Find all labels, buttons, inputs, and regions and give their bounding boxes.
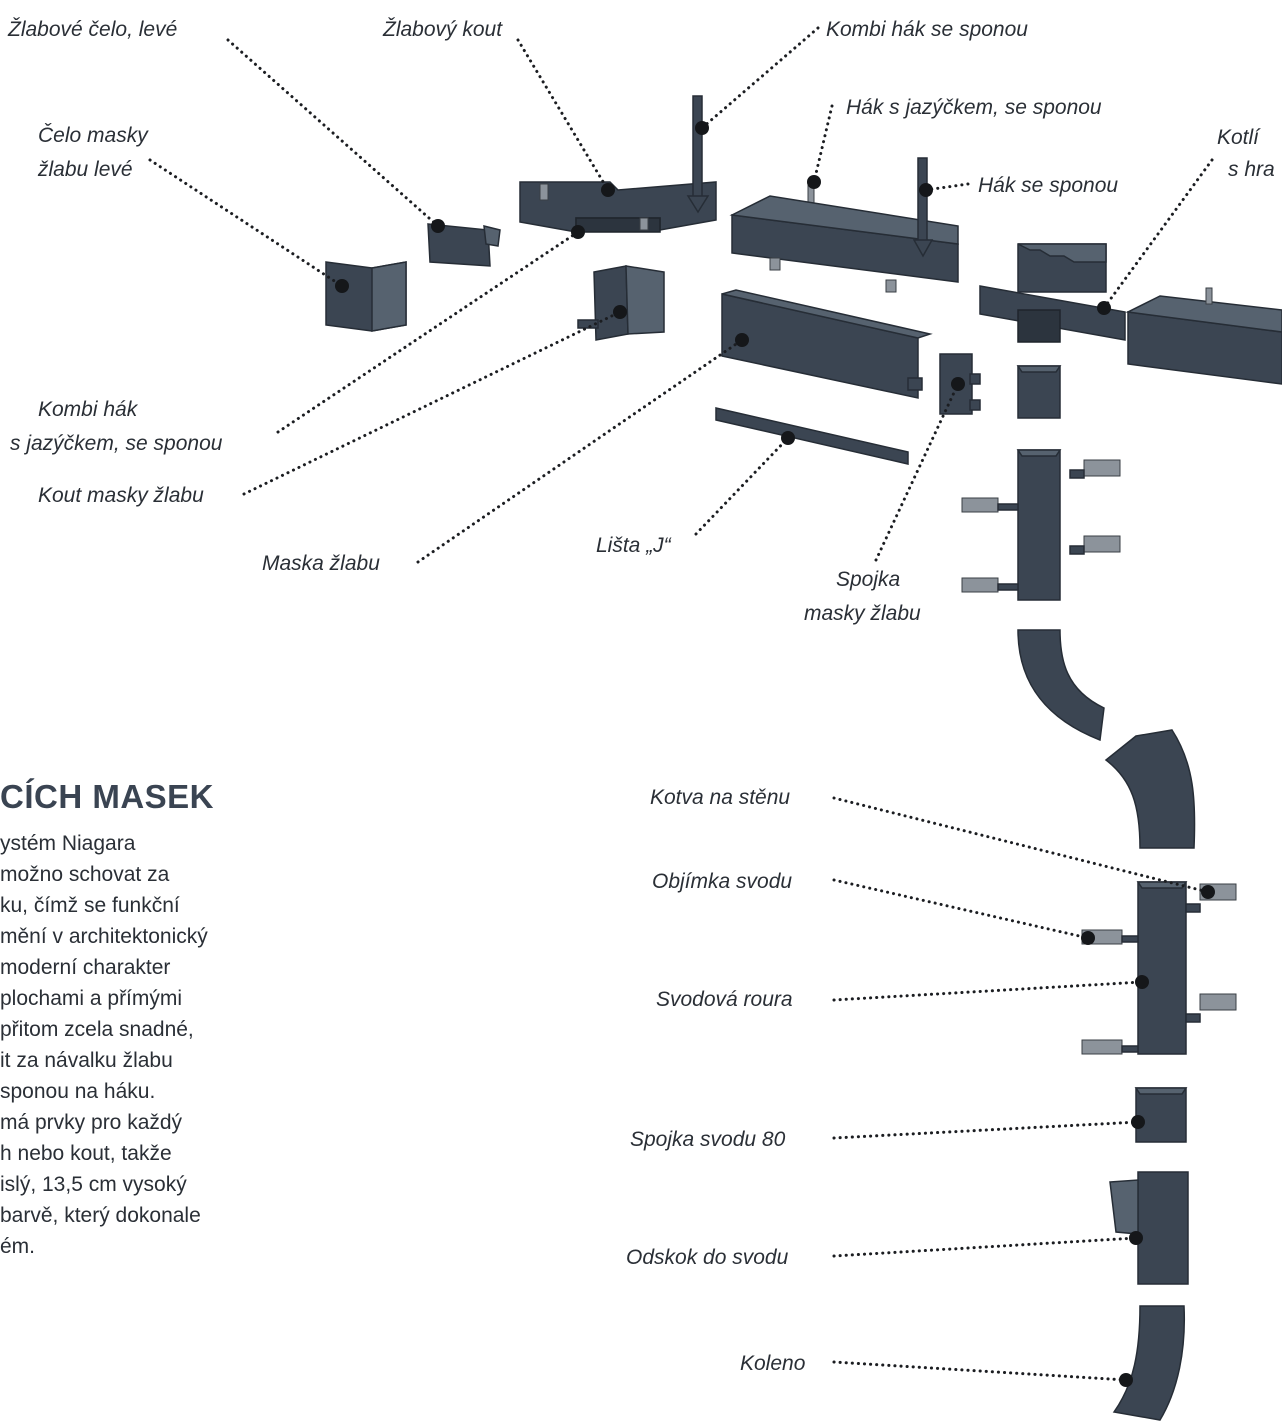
dot-objimka bbox=[1081, 931, 1095, 945]
part-svodova-roura-dolni bbox=[1136, 881, 1188, 1055]
dot-hak-s-jazyckem bbox=[807, 175, 821, 189]
label-spojka-svodu-80: Spojka svodu 80 bbox=[630, 1128, 786, 1151]
label-koleno: Koleno bbox=[740, 1352, 806, 1375]
part-kotlik bbox=[979, 243, 1126, 343]
section-body: ystém Niagara možno schovat za ku, čímž … bbox=[0, 828, 280, 1262]
label-zlabove-celo-leve: Žlabové čelo, levé bbox=[7, 18, 177, 41]
section-body-line: h nebo kout, takže bbox=[0, 1142, 172, 1165]
part-zlabovy-kout bbox=[519, 181, 717, 233]
section-body-line: sponou na háku. bbox=[0, 1080, 156, 1103]
dot-kout-masky bbox=[613, 305, 627, 319]
label-celo-masky-line2: žlabu levé bbox=[37, 158, 133, 181]
part-odskok bbox=[1109, 1171, 1189, 1285]
label-celo-masky-line1: Čelo masky bbox=[38, 124, 149, 147]
dot-kombi-hak bbox=[695, 121, 709, 135]
label-maska-zlabu: Maska žlabu bbox=[262, 552, 380, 575]
part-maska-zlabu bbox=[721, 289, 933, 399]
section-body-line: ku, čímž se funkční bbox=[0, 894, 180, 917]
part-zlabove-celo-leve bbox=[427, 223, 501, 267]
dot-kombi-hak-jazycek bbox=[571, 225, 585, 239]
label-kotlik-line2: s hra bbox=[1228, 158, 1275, 181]
part-lista-j bbox=[715, 407, 909, 465]
section-body-line: moderní charakter bbox=[0, 956, 171, 979]
part-hak-se-sponou bbox=[912, 157, 934, 258]
label-hak-s-jazyckem: Hák s jazýčkem, se sponou bbox=[846, 96, 1102, 119]
part-kombi-hak-se-sponou bbox=[686, 95, 710, 214]
dot-lista-j bbox=[781, 431, 795, 445]
part-objimky-horni bbox=[961, 459, 1121, 593]
section-body-line: islý, 13,5 cm vysoký bbox=[0, 1173, 187, 1196]
part-spojka-svodu-80 bbox=[1134, 1087, 1188, 1143]
label-kombi-hak-se-sponou: Kombi hák se sponou bbox=[826, 18, 1028, 41]
dot-hak-se-sponou bbox=[919, 183, 933, 197]
part-spojka-svodu-horni bbox=[1016, 365, 1062, 419]
part-kout-masky bbox=[577, 265, 665, 341]
label-lista-j: Lišta „J“ bbox=[596, 534, 672, 557]
dot-spojka-masky bbox=[951, 377, 965, 391]
section-body-line: ystém Niagara bbox=[0, 832, 136, 855]
section-body-line: mění v architektonický bbox=[0, 925, 208, 948]
label-kombi-hak-jazycek-line1: Kombi hák bbox=[38, 398, 139, 421]
label-svodova-roura: Svodová roura bbox=[656, 988, 793, 1011]
part-celo-masky-leve bbox=[325, 261, 407, 332]
section-body-line: barvě, který dokonale bbox=[0, 1204, 201, 1227]
dot-celo-masky bbox=[335, 279, 349, 293]
leader-lines bbox=[148, 26, 1214, 1382]
label-hak-se-sponou: Hák se sponou bbox=[978, 174, 1118, 197]
label-kotlik-line1: Kotlí bbox=[1217, 126, 1261, 149]
dot-kotlik bbox=[1097, 301, 1111, 315]
section-body-line: přitom zcela snadné, bbox=[0, 1018, 194, 1041]
dot-markers bbox=[335, 121, 1215, 1387]
label-kombi-hak-jazycek-line2: s jazýčkem, se sponou bbox=[10, 432, 223, 455]
section-body-line: plochami a přímými bbox=[0, 987, 183, 1010]
label-zlabovy-kout: Žlabový kout bbox=[382, 18, 503, 41]
section-body-line: možno schovat za bbox=[0, 863, 170, 886]
dot-svodova-roura bbox=[1135, 975, 1149, 989]
section-body-line: má prvky pro každý bbox=[0, 1111, 183, 1134]
label-kout-masky: Kout masky žlabu bbox=[38, 484, 204, 507]
label-odskok-do-svodu: Odskok do svodu bbox=[626, 1246, 789, 1269]
label-objimka-svodu: Objímka svodu bbox=[652, 870, 792, 893]
dot-spojka-svodu bbox=[1131, 1115, 1145, 1129]
label-kotva-na-stenu: Kotva na stěnu bbox=[650, 786, 790, 809]
part-svodova-roura-horni bbox=[1016, 449, 1062, 601]
part-zlab-vpravo bbox=[1125, 287, 1282, 385]
part-zlab-dlouhy bbox=[729, 195, 959, 293]
part-koleno-horni bbox=[1017, 629, 1105, 742]
label-spojka-masky-line1: Spojka bbox=[836, 568, 900, 591]
dot-odskok bbox=[1129, 1231, 1143, 1245]
dot-kotva bbox=[1201, 885, 1215, 899]
section-heading: CÍCH MASEK bbox=[0, 778, 215, 815]
dot-koleno bbox=[1119, 1373, 1133, 1387]
section-body-line: ém. bbox=[0, 1235, 36, 1258]
label-spojka-masky-line2: masky žlabu bbox=[804, 602, 921, 625]
dot-zlabovy-kout bbox=[601, 183, 615, 197]
dot-zlabove-celo bbox=[431, 219, 445, 233]
part-koleno-dolni bbox=[1112, 1305, 1186, 1421]
dot-maska-zlabu bbox=[735, 333, 749, 347]
labels: Žlabové čelo, levé Žlabový kout Kombi há… bbox=[7, 18, 1275, 1375]
section-body-line: it za návalku žlabu bbox=[0, 1049, 173, 1072]
part-koleno-druhe bbox=[1104, 729, 1196, 849]
